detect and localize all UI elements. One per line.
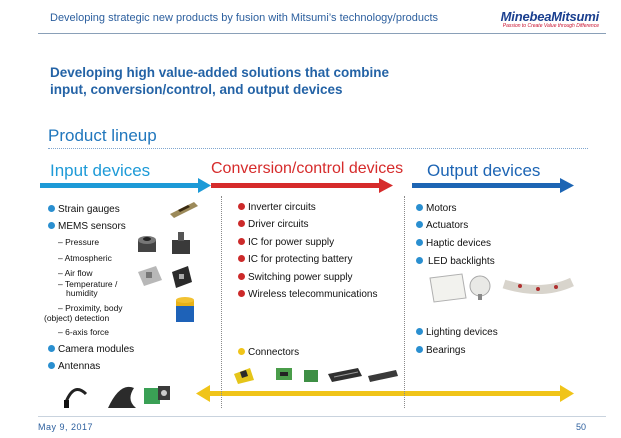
- backlight-panel-icon: [429, 273, 467, 303]
- slide-headline: Developing high value-added solutions th…: [50, 64, 389, 98]
- list-item: Wireless telecommunications: [238, 289, 378, 300]
- header-title: Developing strategic new products by fus…: [50, 12, 439, 24]
- list-item: Haptic devices: [416, 238, 491, 249]
- input-device-images: [138, 202, 198, 322]
- cable-antenna-icon: [64, 388, 88, 408]
- bullet-icon: [416, 257, 423, 264]
- bullet-icon: [48, 205, 55, 212]
- header-divider: [38, 33, 606, 34]
- connector-double-arrow-icon: [196, 385, 574, 402]
- bullet-icon: [238, 220, 245, 227]
- company-logo: MinebeaMitsumi Passion to Create Value t…: [500, 9, 600, 29]
- humidity-sensor-icon: [172, 266, 192, 288]
- page-number: 50: [576, 422, 587, 432]
- connector-black-long-icon: [368, 370, 398, 382]
- list-item: IC for power supply: [238, 237, 334, 248]
- sub-item: – Air flow: [58, 268, 93, 278]
- strain-gauge-icon: [170, 202, 198, 218]
- connector-black-icon: [328, 368, 362, 382]
- bullet-icon: [238, 273, 245, 280]
- list-item: Antennas: [48, 361, 100, 372]
- lineup-title: Product lineup: [48, 126, 157, 145]
- column-divider-right: [404, 196, 405, 408]
- pressure-sensor-icon: [138, 236, 156, 252]
- connector-green-icon: [276, 368, 292, 380]
- bullet-icon: [48, 362, 55, 369]
- bullet-icon: [238, 348, 245, 355]
- list-item: Lighting devices: [416, 327, 498, 338]
- bullet-icon: [416, 328, 423, 335]
- list-item: Strain gauges: [48, 204, 120, 215]
- list-item: Bearings: [416, 345, 465, 356]
- lineup-divider: [48, 148, 588, 149]
- sub-item: – Temperature /: [58, 279, 118, 289]
- input-arrow-icon: [40, 178, 211, 193]
- headline-line-2: input, conversion/control, and output de…: [50, 82, 343, 97]
- list-item: Switching power supply: [238, 272, 353, 283]
- bullet-icon: [416, 239, 423, 246]
- bullet-icon: [416, 346, 423, 353]
- bullet-icon: [238, 203, 245, 210]
- sub-item: (object) detection: [44, 313, 110, 323]
- column-divider-left: [221, 196, 222, 408]
- logo-tagline: Passion to Create Value through Differen…: [502, 23, 599, 29]
- bullet-icon: [238, 255, 245, 262]
- connector-yellow-icon: [234, 368, 254, 384]
- category-conversion-devices: Conversion/control devices: [211, 160, 404, 177]
- list-item: LED backlights: [416, 256, 495, 267]
- connector-green-small-icon: [304, 370, 318, 382]
- sub-item: – Proximity, body: [58, 303, 123, 313]
- list-item: Camera modules: [48, 344, 134, 355]
- category-output-devices: Output devices: [427, 161, 541, 180]
- bullet-icon: [238, 290, 245, 297]
- connector-images: [234, 368, 398, 384]
- bullet-icon: [238, 238, 245, 245]
- bullet-icon: [416, 221, 423, 228]
- sub-item: – Pressure: [58, 237, 100, 247]
- led-backlight-images: [429, 273, 574, 303]
- airflow-sensor-icon: [138, 266, 162, 286]
- shark-fin-antenna-icon: [108, 386, 136, 408]
- logo-text: MinebeaMitsumi: [500, 9, 600, 24]
- list-item: Connectors: [238, 347, 299, 358]
- category-input-devices: Input devices: [50, 161, 151, 180]
- led-strip-icon: [502, 277, 574, 295]
- list-item: Inverter circuits: [238, 202, 316, 213]
- list-item: Driver circuits: [238, 219, 309, 230]
- headline-line-1: Developing high value-added solutions th…: [50, 65, 390, 80]
- antenna-images: [64, 386, 170, 408]
- bullet-icon: [48, 345, 55, 352]
- list-item: Motors: [416, 203, 457, 214]
- sub-item: – 6-axis force: [58, 327, 110, 337]
- atmospheric-sensor-icon: [172, 232, 190, 254]
- footer-divider: [38, 416, 606, 417]
- sub-item: – Atmospheric: [58, 253, 112, 263]
- output-arrow-icon: [412, 178, 574, 193]
- list-item: MEMS sensors: [48, 221, 126, 232]
- round-backlight-icon: [469, 275, 491, 300]
- list-item: Actuators: [416, 220, 468, 231]
- camera-module-icon: [144, 386, 170, 404]
- conversion-arrow-icon: [211, 178, 393, 193]
- footer-date: May 9, 2017: [38, 422, 94, 432]
- force-sensor-icon: [176, 297, 194, 322]
- bullet-icon: [416, 204, 423, 211]
- sub-item: humidity: [66, 288, 98, 298]
- list-item: IC for protecting battery: [238, 254, 353, 265]
- bullet-icon: [48, 222, 55, 229]
